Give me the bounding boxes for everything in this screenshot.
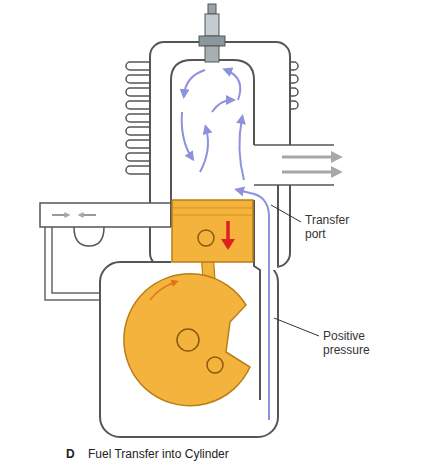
- spark-plug: [205, 46, 219, 62]
- rotation-arrow: [150, 282, 176, 300]
- flow-arrow: [239, 118, 244, 180]
- exhaust-wall: [254, 184, 334, 186]
- exhaust-wall: [254, 144, 334, 146]
- part-label: Transfer port: [305, 213, 367, 241]
- piston-ring: [172, 214, 253, 215]
- crank-disc: [124, 274, 250, 406]
- piston-motion-arrow: [226, 221, 230, 240]
- flow-arrow: [212, 100, 232, 112]
- wrist-pin: [198, 230, 214, 246]
- transfer-channel: [255, 186, 277, 270]
- leader-line: [271, 205, 301, 222]
- flow-arrow: [238, 190, 269, 420]
- carburettor-bowl: [74, 227, 104, 246]
- figure-letter: D: [66, 447, 75, 461]
- intake-arrow: [52, 214, 68, 216]
- crank-pin: [207, 357, 223, 373]
- cylinder-bore: [171, 60, 254, 268]
- leader-line: [274, 318, 319, 336]
- spark-plug: [208, 4, 216, 14]
- figure-caption: Fuel Transfer into Cylinder: [88, 447, 229, 461]
- spark-plug: [199, 36, 225, 46]
- spark-plug: [205, 14, 219, 36]
- flow-arrow: [182, 112, 192, 158]
- exhaust-port: [250, 145, 334, 185]
- crankcase: [100, 262, 278, 437]
- part-label: Positive pressure: [323, 329, 393, 357]
- piston-motion-arrow: [221, 239, 235, 250]
- flow-arrow: [184, 70, 205, 95]
- intake-port: [40, 203, 172, 227]
- flow-arrow: [200, 128, 208, 172]
- exhaust-arrow: [282, 156, 338, 159]
- piston-ring: [172, 207, 253, 208]
- piston: [172, 200, 253, 262]
- intake-arrow: [80, 214, 96, 216]
- exhaust-arrow: [282, 171, 338, 174]
- flow-arrow: [226, 70, 240, 100]
- main-bearing: [177, 329, 199, 351]
